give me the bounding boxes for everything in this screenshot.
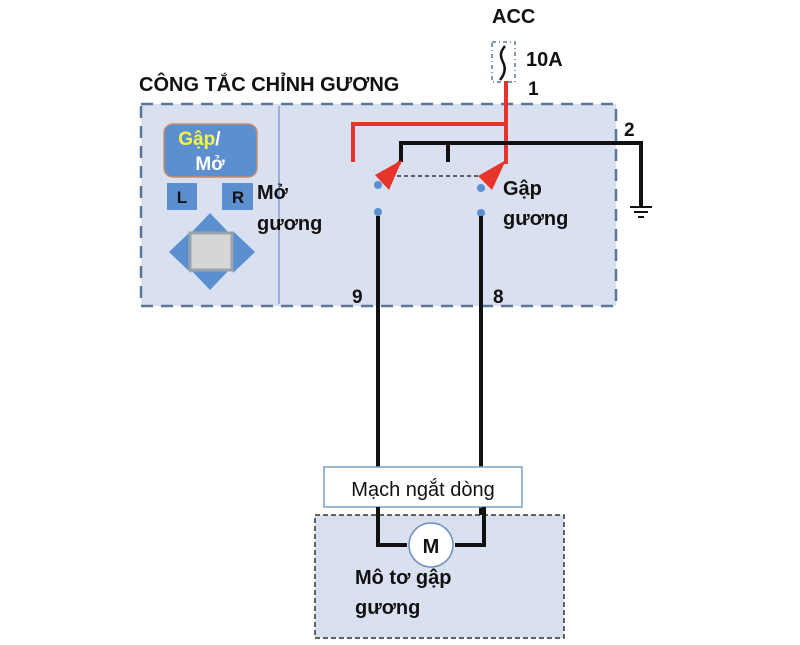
open-button-label: Mở [195, 154, 225, 175]
arrow-left-icon[interactable] [169, 231, 191, 273]
svg-text:Gập/ Mở: Gập/ Mở [178, 129, 226, 175]
motor-label: Mô tơ gập gương [355, 567, 457, 619]
terminal-dot [477, 209, 485, 217]
arrow-right-icon[interactable] [233, 231, 255, 273]
fuse-box [491, 41, 516, 83]
open-mirror-label: Mở gương [257, 182, 322, 235]
arrow-up-icon[interactable] [189, 213, 231, 235]
ground-wire [399, 141, 643, 206]
ground-symbol-icon [630, 206, 652, 218]
open-contact-arrow-stem [383, 160, 402, 180]
fold-open-button[interactable]: Gập/ Mở [163, 123, 258, 178]
terminal-dot [374, 181, 382, 189]
pin-2-label: 2 [624, 120, 635, 141]
arrow-down-icon[interactable] [189, 268, 231, 290]
terminal-dot [477, 184, 485, 192]
direction-pad-center[interactable] [188, 231, 234, 272]
circuit-breaker-box [323, 466, 523, 508]
pin-8-label: 8 [493, 287, 504, 308]
fold-mirror-label: Gập gương [503, 178, 568, 230]
circuit-breaker-label: Mạch ngắt dòng [351, 478, 494, 501]
fuse-icon [499, 45, 506, 81]
pin-9-label: 9 [352, 287, 363, 308]
motor-icon [408, 522, 454, 568]
svg-text:R: R [232, 188, 244, 207]
fuse-rating: 10A [526, 49, 563, 71]
switch-assembly-title: CÔNG TẮC CHỈNH GƯƠNG [139, 72, 399, 96]
motor-wire-inner [376, 507, 486, 547]
acc-label: ACC [492, 6, 535, 28]
svg-text:L: L [177, 188, 187, 207]
direction-pad[interactable] [169, 213, 255, 290]
power-wire [351, 81, 508, 164]
fold-contact-arrow[interactable] [478, 160, 506, 190]
left-mirror-button[interactable]: L [167, 183, 197, 210]
right-mirror-button[interactable]: R [222, 183, 253, 210]
terminal-dot [374, 208, 382, 216]
pin-1-label: 1 [528, 79, 539, 100]
fold-button-label: Gập [178, 129, 215, 150]
motor-symbol: M [423, 536, 440, 558]
